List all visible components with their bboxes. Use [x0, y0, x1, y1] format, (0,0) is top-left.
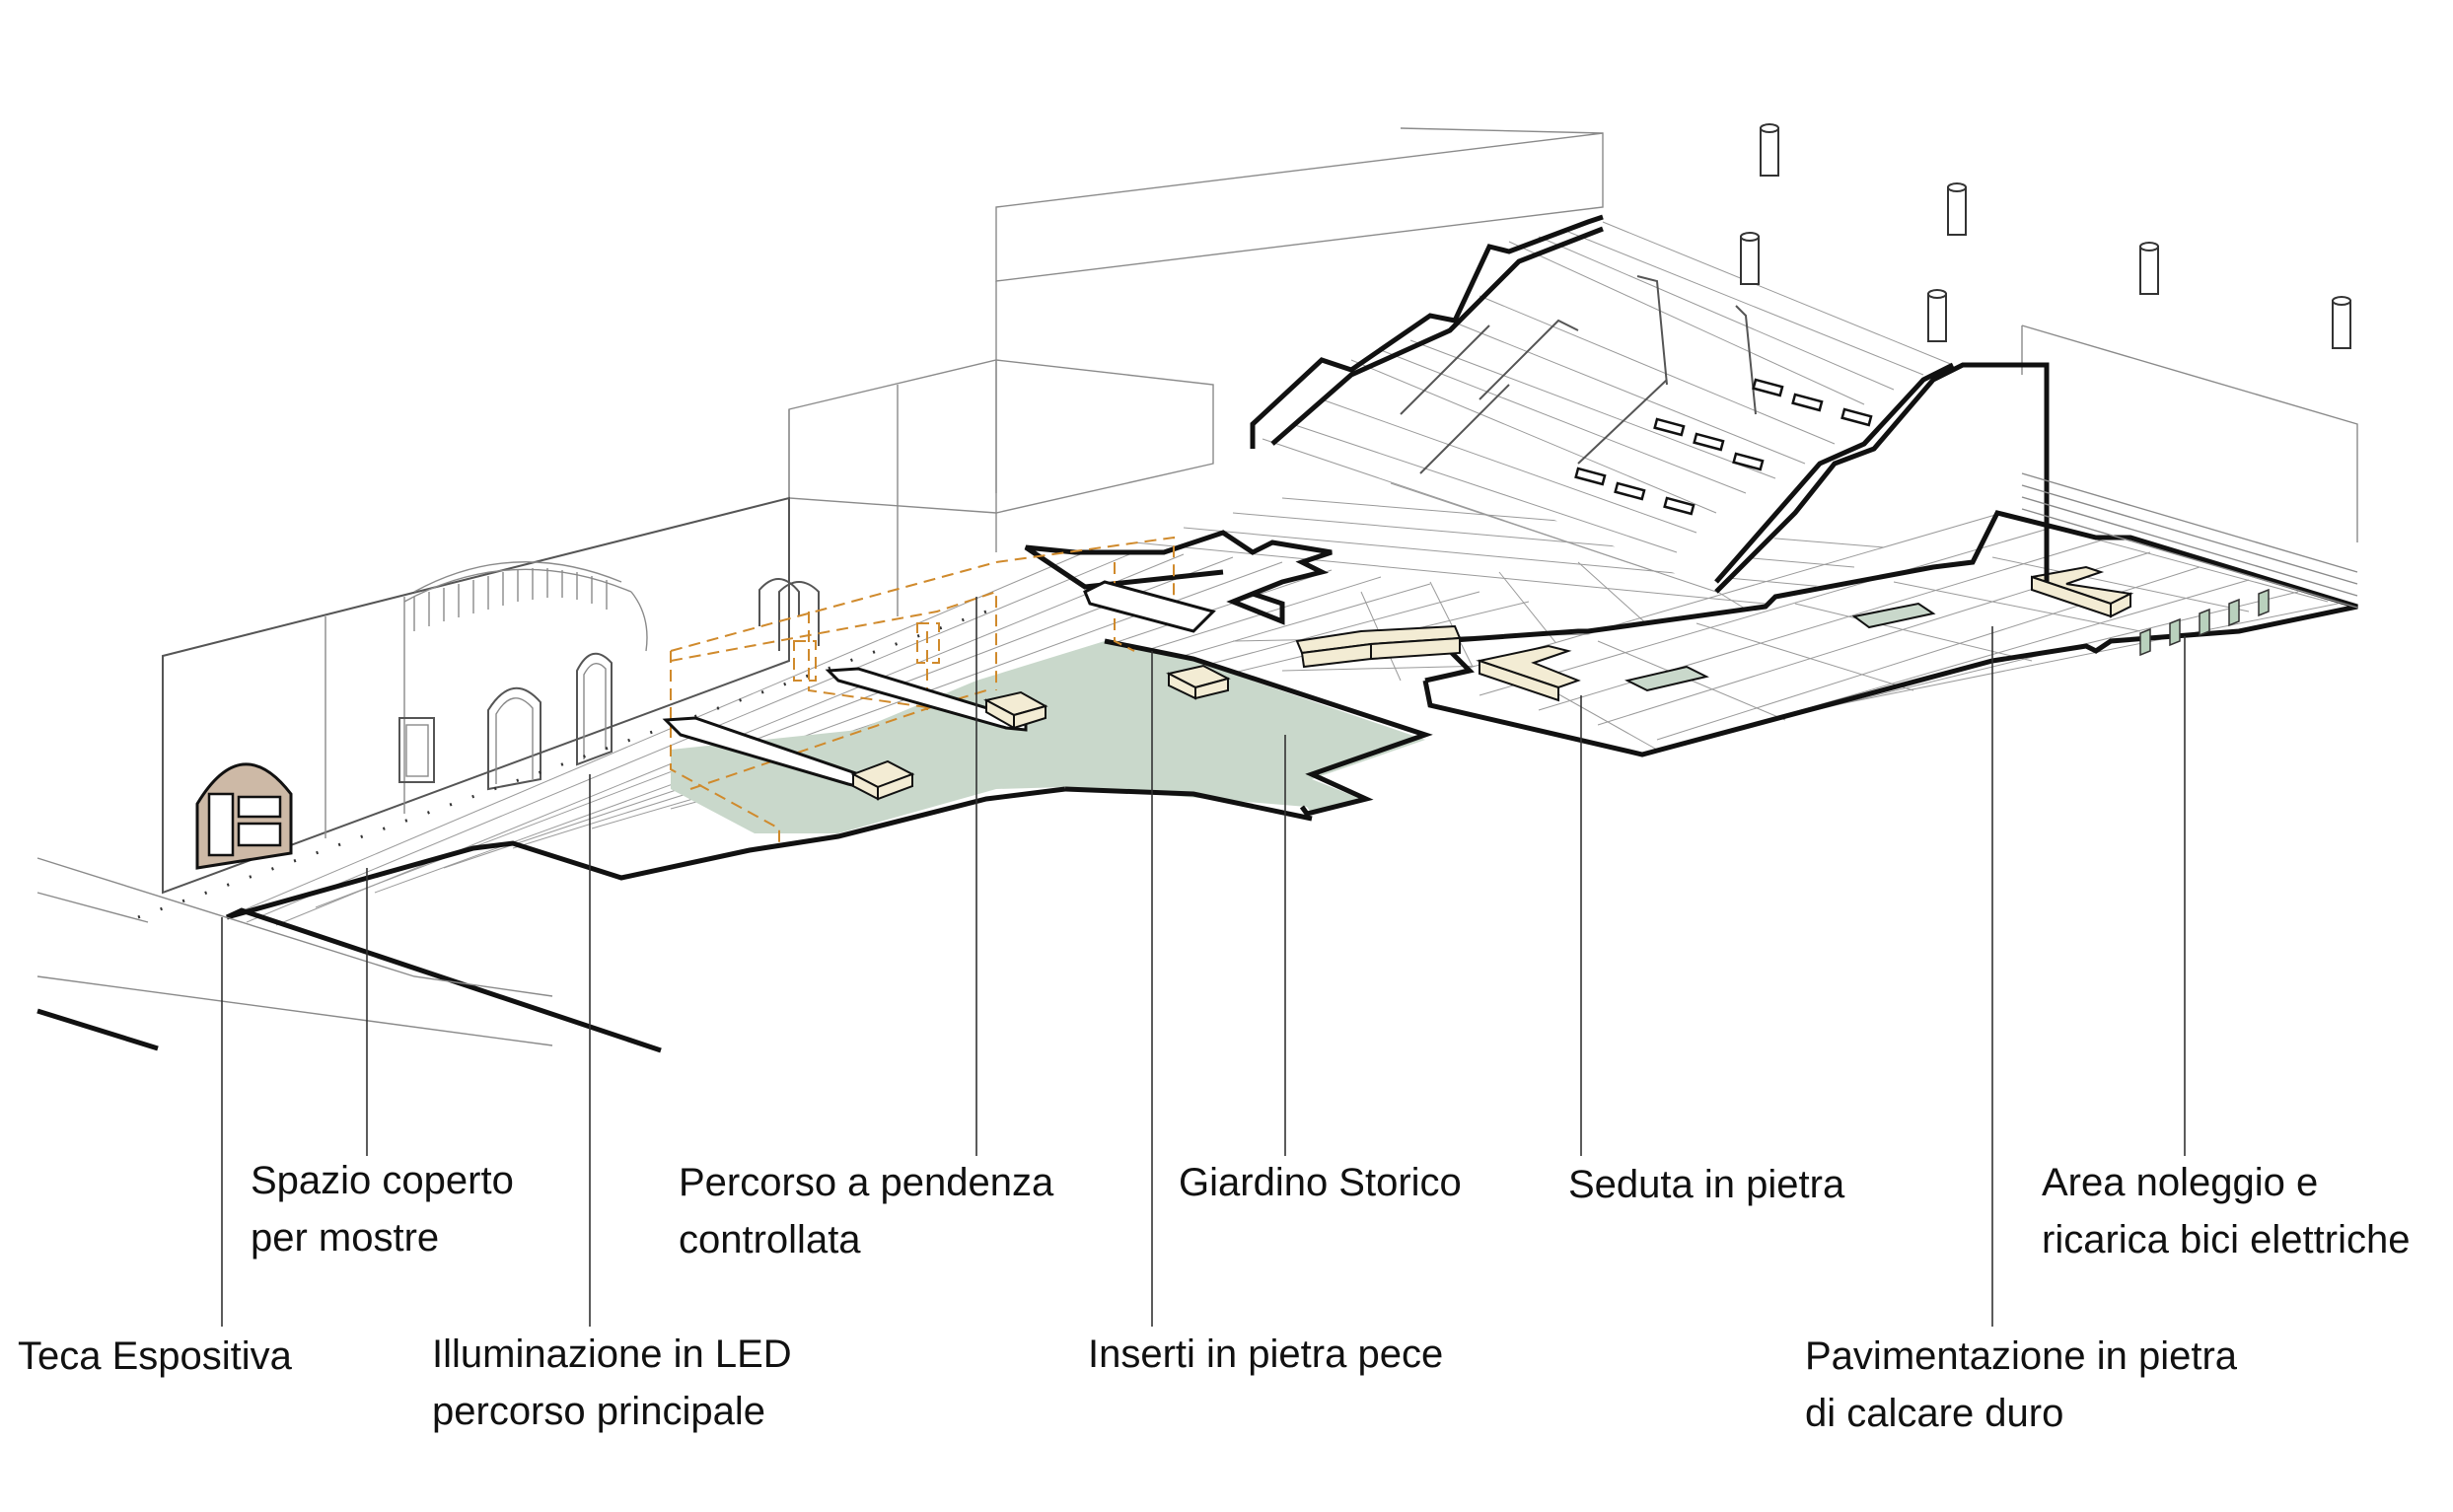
bench [850, 759, 915, 801]
label-illuminazione-led-line1: Illuminazione in LED [432, 1332, 792, 1376]
label-teca-espositiva: Teca Espositiva [18, 1334, 293, 1378]
label-seduta-pietra: Seduta in pietra [1568, 1163, 1845, 1206]
label-area-noleggio-line2: ricarica bici elettriche [2042, 1218, 2410, 1261]
bench [983, 690, 1048, 730]
bench-l-shaped [1295, 624, 1462, 669]
site-outline [36, 530, 1333, 1053]
label-giardino-storico: Giardino Storico [1179, 1161, 1462, 1204]
leader-lines [221, 597, 2186, 1327]
label-pavimentazione-line1: Pavimentazione in pietra [1805, 1334, 2238, 1378]
label-inserti-pietra-pece: Inserti in pietra pece [1088, 1332, 1443, 1376]
bench-l-shaped [2031, 565, 2134, 618]
label-area-noleggio-line1: Area noleggio e [2042, 1161, 2318, 1204]
bench-l-shaped [1476, 644, 1581, 702]
label-pavimentazione-line2: di calcare duro [1805, 1392, 2063, 1435]
stone-benches [850, 565, 2134, 801]
label-illuminazione-led-line2: percorso principale [432, 1390, 765, 1433]
label-percorso-pendenza-line1: Percorso a pendenza [679, 1161, 1054, 1204]
bike-racks [2021, 472, 2358, 657]
background-buildings [788, 127, 2358, 661]
bench [1166, 664, 1231, 700]
lamp-posts [1740, 123, 2351, 349]
label-percorso-pendenza-line2: controllata [679, 1218, 861, 1261]
label-spazio-coperto-line1: Spazio coperto [251, 1159, 514, 1202]
label-spazio-coperto-line2: per mostre [251, 1216, 439, 1260]
annotation-labels: Teca Espositiva Spazio coperto per mostr… [18, 1159, 2410, 1435]
grandstand-steps [1250, 214, 2050, 594]
right-plaza [1422, 510, 2358, 757]
historic-facade [162, 496, 820, 895]
